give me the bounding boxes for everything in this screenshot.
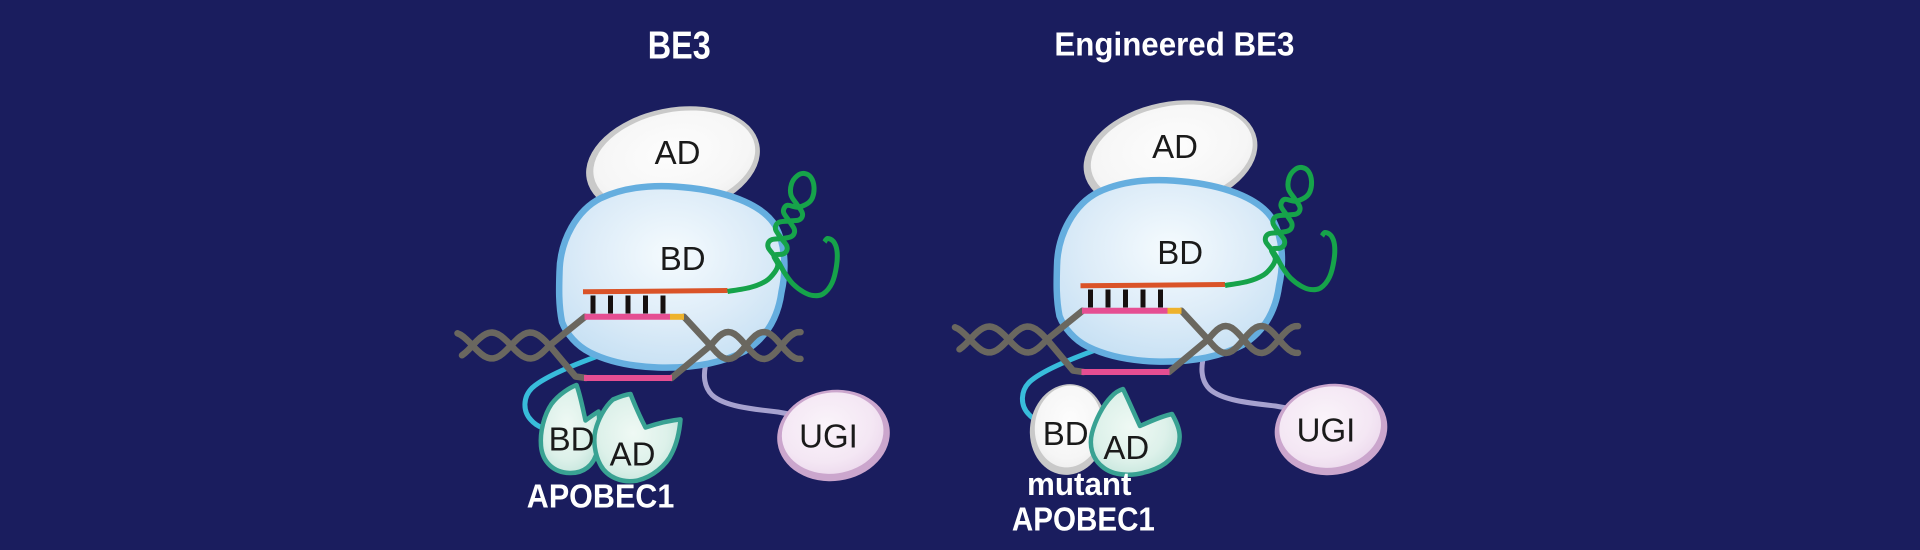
svg-text:AD: AD xyxy=(1103,429,1149,466)
svg-text:mutant: mutant xyxy=(1027,466,1132,502)
svg-text:APOBEC1: APOBEC1 xyxy=(1012,502,1155,539)
svg-text:AD: AD xyxy=(655,134,701,171)
svg-text:APOBEC1: APOBEC1 xyxy=(527,479,675,516)
svg-text:BD: BD xyxy=(549,421,595,458)
svg-text:BD: BD xyxy=(1043,415,1089,452)
svg-text:BD: BD xyxy=(660,240,706,277)
svg-text:Engineered BE3: Engineered BE3 xyxy=(1054,26,1294,63)
svg-text:AD: AD xyxy=(610,436,656,473)
svg-text:BE3: BE3 xyxy=(648,25,711,68)
svg-text:UGI: UGI xyxy=(799,417,858,454)
